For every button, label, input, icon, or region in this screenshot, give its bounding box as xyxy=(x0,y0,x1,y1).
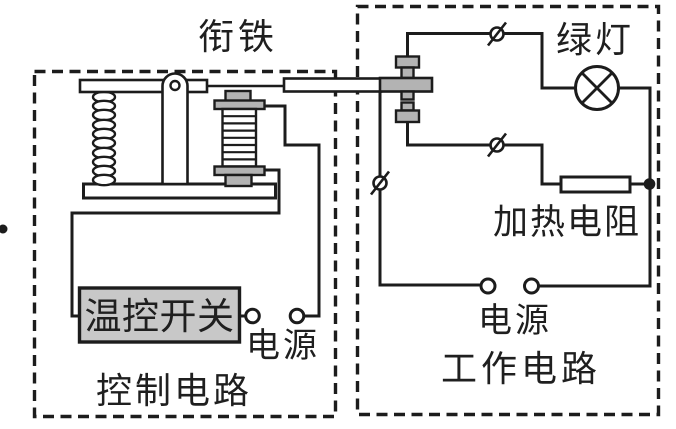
wire-connector-icon xyxy=(369,170,391,196)
electromagnet-coil xyxy=(213,89,266,188)
green-lamp-icon xyxy=(574,65,620,111)
control-power-terminals xyxy=(244,307,306,325)
working-circuit-box xyxy=(355,4,661,417)
relay-spring xyxy=(91,90,117,187)
pivot-icon xyxy=(169,79,181,92)
list-bullet xyxy=(0,224,8,234)
control-circuit-caption: 控制电路 xyxy=(96,371,252,411)
terminal-icon xyxy=(479,277,497,295)
coil-top-terminal-wire xyxy=(264,104,321,318)
wire-connector-icon xyxy=(486,21,508,47)
terminal-icon xyxy=(288,307,306,325)
control-circuit-box xyxy=(32,69,338,419)
lamp-branch-wire xyxy=(406,32,576,90)
relay-contact-assembly xyxy=(378,55,434,124)
moving-contact-bar xyxy=(378,76,434,93)
heating-resistor-label: 加热电阻 xyxy=(493,203,641,242)
control-power-label: 电源 xyxy=(246,327,320,365)
heating-resistor-symbol xyxy=(559,175,632,194)
thermostat-switch-box xyxy=(77,286,242,344)
green-lamp-label: 绿灯 xyxy=(556,20,634,60)
thermostat-switch-label: 温控开关 xyxy=(85,296,235,338)
coil-bottom-terminal-wire xyxy=(70,168,281,318)
working-power-terminals xyxy=(479,277,540,295)
wire-connector-icon xyxy=(486,132,508,158)
terminal-icon xyxy=(523,277,540,295)
resistor-branch-wire xyxy=(406,121,561,186)
insulating-link-bar xyxy=(282,77,383,93)
common-contact-wire xyxy=(378,89,481,287)
junction-dot xyxy=(643,178,656,190)
terminal-icon xyxy=(244,307,261,325)
working-power-label: 电源 xyxy=(478,302,552,340)
working-circuit-caption: 工作电路 xyxy=(441,349,601,389)
armature-label: 衔铁 xyxy=(198,17,278,57)
relay-lever xyxy=(161,72,189,186)
